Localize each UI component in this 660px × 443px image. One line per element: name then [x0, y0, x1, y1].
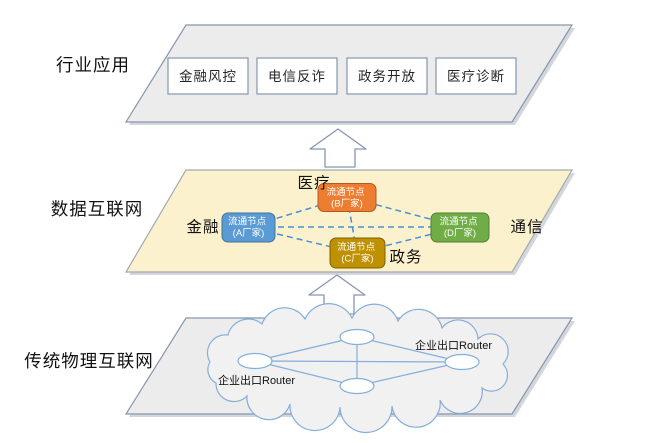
app-box-rect	[256, 57, 338, 95]
domain-label-government: 政务	[389, 248, 422, 266]
data-internet-layer-label: 数据互联网	[51, 199, 144, 219]
circulation-node-c: 流通节点 (C厂家)	[329, 237, 386, 269]
circulation-node-b: 流通节点 (B厂家)	[317, 183, 377, 212]
node-d-label: 流通节点 (D厂家)	[440, 216, 481, 240]
up-arrow-icon	[309, 128, 367, 168]
circulation-node-d: 流通节点 (D厂家)	[430, 212, 490, 243]
router-node-right	[444, 353, 480, 371]
net-link-left-bottom	[254, 360, 358, 387]
domain-label-finance: 金融	[186, 218, 219, 236]
app-box-gov-open: 政务开放	[346, 57, 428, 95]
node-c-rect	[329, 237, 386, 269]
domain-label-medical: 医疗	[297, 174, 330, 192]
net-link-top-left	[254, 336, 358, 362]
app-box-telecom-antifraud: 电信反诈	[256, 57, 338, 95]
router-node-top	[339, 328, 375, 346]
node-b-label: 流通节点 (B厂家)	[327, 186, 368, 210]
data-layer-plane	[124, 169, 574, 273]
enterprise-router-label-left: 企业出口Router	[218, 373, 295, 387]
internet-cloud	[206, 303, 509, 434]
domain-label-telecom: 通信	[510, 218, 543, 236]
enterprise-router-label-right: 企业出口Router	[415, 338, 492, 352]
app-box-rect	[346, 57, 428, 95]
net-link-bottom-right	[356, 361, 463, 387]
router-mesh-links	[254, 336, 463, 387]
physical-internet-layer: 传统物理互联网 企业出口Router 企业出口Router	[24, 303, 575, 434]
app-box-label: 医疗诊断	[447, 69, 505, 84]
net-link-top-right	[356, 336, 463, 363]
link-a-b	[247, 196, 348, 228]
industry-layer-label: 行业应用	[56, 55, 130, 75]
physical-internet-layer-label: 传统物理互联网	[24, 351, 154, 371]
link-c-d	[356, 226, 461, 254]
net-link-left-right	[254, 360, 463, 363]
app-box-label: 金融风控	[179, 69, 237, 84]
node-a-rect	[221, 212, 276, 243]
router-node-bottom	[339, 377, 375, 395]
node-a-label: 流通节点 (A厂家)	[228, 216, 269, 240]
node-c-label: 流通节点 (C厂家)	[337, 241, 378, 265]
app-box-label: 政务开放	[358, 69, 416, 84]
app-box-rect	[435, 57, 517, 95]
data-internet-layer: 数据互联网 流通节点 (A厂家) 流通节点 (B厂家)	[51, 169, 575, 275]
app-box-medical-diagnosis: 医疗诊断	[435, 57, 517, 95]
industry-layer: 行业应用 金融风控 电信反诈 政务开放 医疗诊断	[56, 24, 575, 125]
app-box-finance-risk: 金融风控	[167, 57, 249, 95]
app-box-label: 电信反诈	[268, 69, 326, 84]
node-b-rect	[317, 183, 377, 212]
circulation-node-a: 流通节点 (A厂家)	[221, 212, 276, 243]
app-box-rect	[167, 57, 249, 95]
router-node-left	[237, 352, 273, 370]
node-d-rect	[430, 212, 490, 243]
